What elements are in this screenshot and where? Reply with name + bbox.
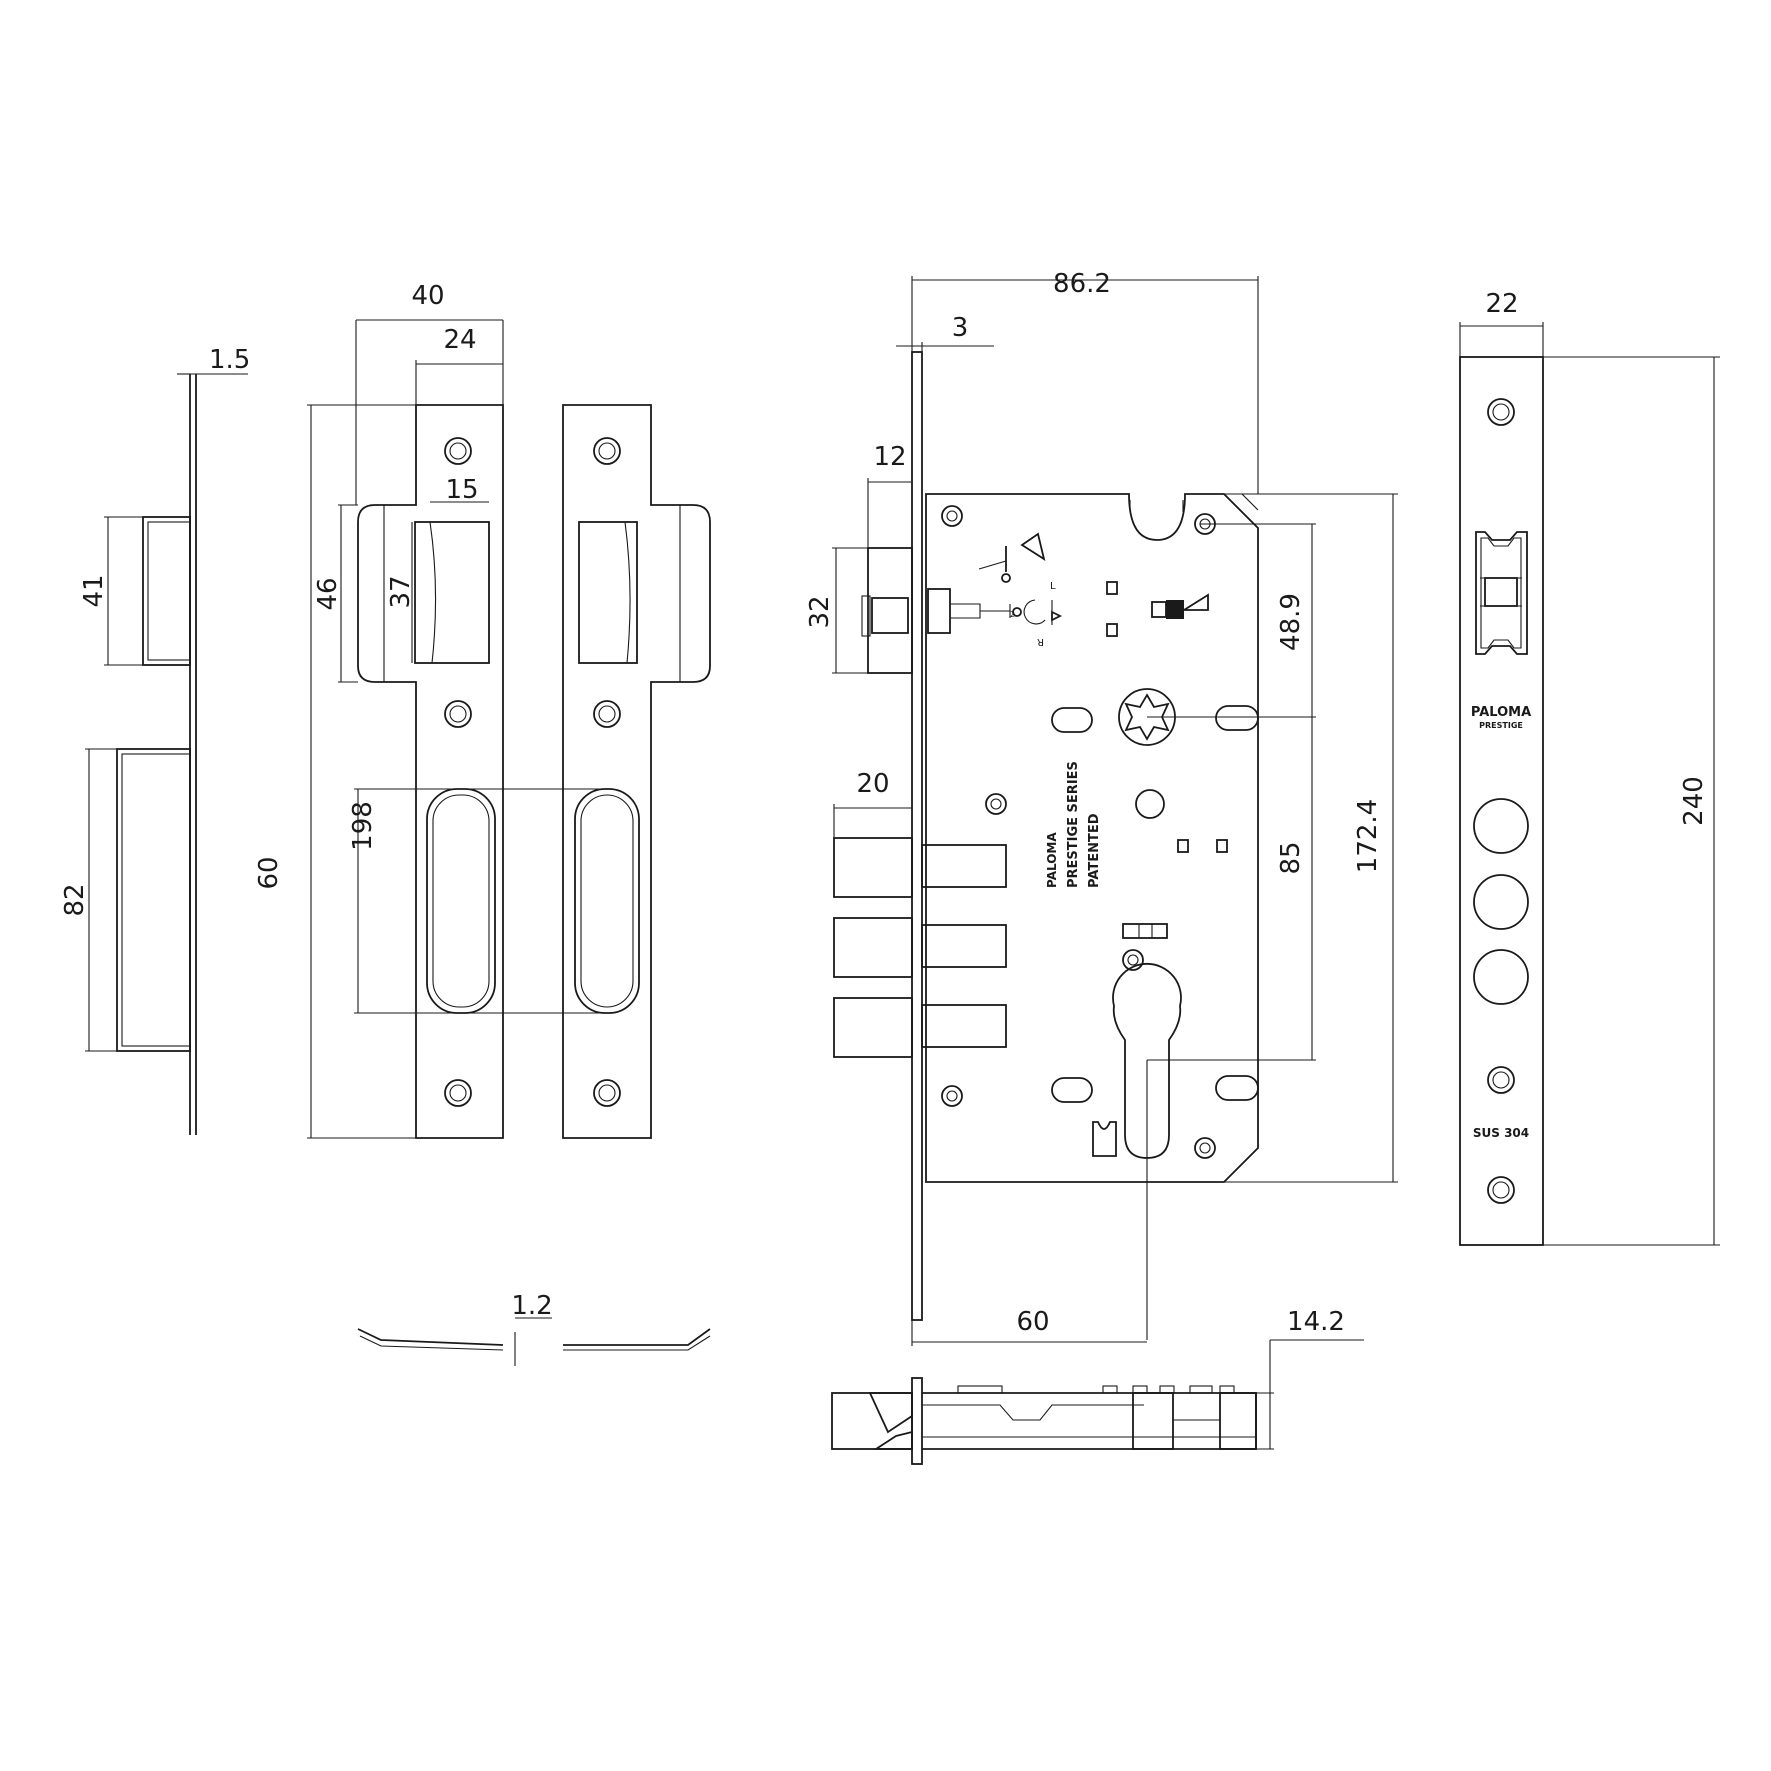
faceplate: 240 22 PALOMA PRESTIGE SUS 304: [1459, 289, 1720, 1246]
dim-1-5: 1.5: [209, 345, 250, 375]
dim-37: 37: [386, 575, 416, 608]
dim-60-bottom: 60: [1016, 1307, 1049, 1337]
strike-plate-front: 40 24 15 46 37 60 198: [254, 281, 608, 1139]
dim-1-2: 1.2: [511, 1291, 552, 1321]
label-2: 2: [1010, 610, 1015, 619]
lock-brand: PALOMA: [1045, 832, 1059, 888]
dim-60-left: 60: [254, 856, 284, 889]
faceplate-material: SUS 304: [1473, 1126, 1529, 1140]
dim-86-2: 86.2: [1053, 269, 1111, 299]
dim-82: 82: [60, 883, 90, 916]
dim-85: 85: [1276, 841, 1306, 874]
dim-20: 20: [856, 769, 889, 799]
dim-172-4: 172.4: [1353, 799, 1383, 873]
faceplate-sub: PRESTIGE: [1479, 721, 1523, 730]
lock-bottom-view: 14.2: [831, 1307, 1364, 1465]
label-l: L: [1050, 581, 1056, 592]
dim-14-2: 14.2: [1287, 1307, 1345, 1337]
dim-22: 22: [1485, 289, 1518, 319]
dim-32: 32: [805, 595, 835, 628]
dim-240: 240: [1679, 776, 1709, 826]
rotation-marker-icon: [1012, 607, 1022, 617]
strike-plate-profiles: 1.2: [357, 1291, 711, 1366]
dim-41: 41: [79, 574, 109, 607]
dim-15: 15: [445, 475, 478, 505]
lock-patent: PATENTED: [1087, 813, 1102, 888]
strike-plate-back: [562, 404, 711, 1139]
dim-12: 12: [873, 442, 906, 472]
dim-198: 198: [348, 801, 378, 851]
dim-24: 24: [443, 325, 476, 355]
lock-series: PRESTIGE SERIES: [1066, 761, 1081, 888]
strike-side-view: 1.5 41 82: [60, 345, 250, 1135]
lock-body-front: 2 L R PALOMA PRESTIGE SERIES PATENTED 86…: [805, 269, 1398, 1346]
dim-46: 46: [313, 577, 343, 610]
dim-40: 40: [411, 281, 444, 311]
dim-48-9: 48.9: [1276, 593, 1306, 651]
faceplate-brand: PALOMA: [1471, 705, 1531, 720]
dim-3: 3: [952, 313, 969, 343]
label-r: R: [1037, 636, 1044, 647]
